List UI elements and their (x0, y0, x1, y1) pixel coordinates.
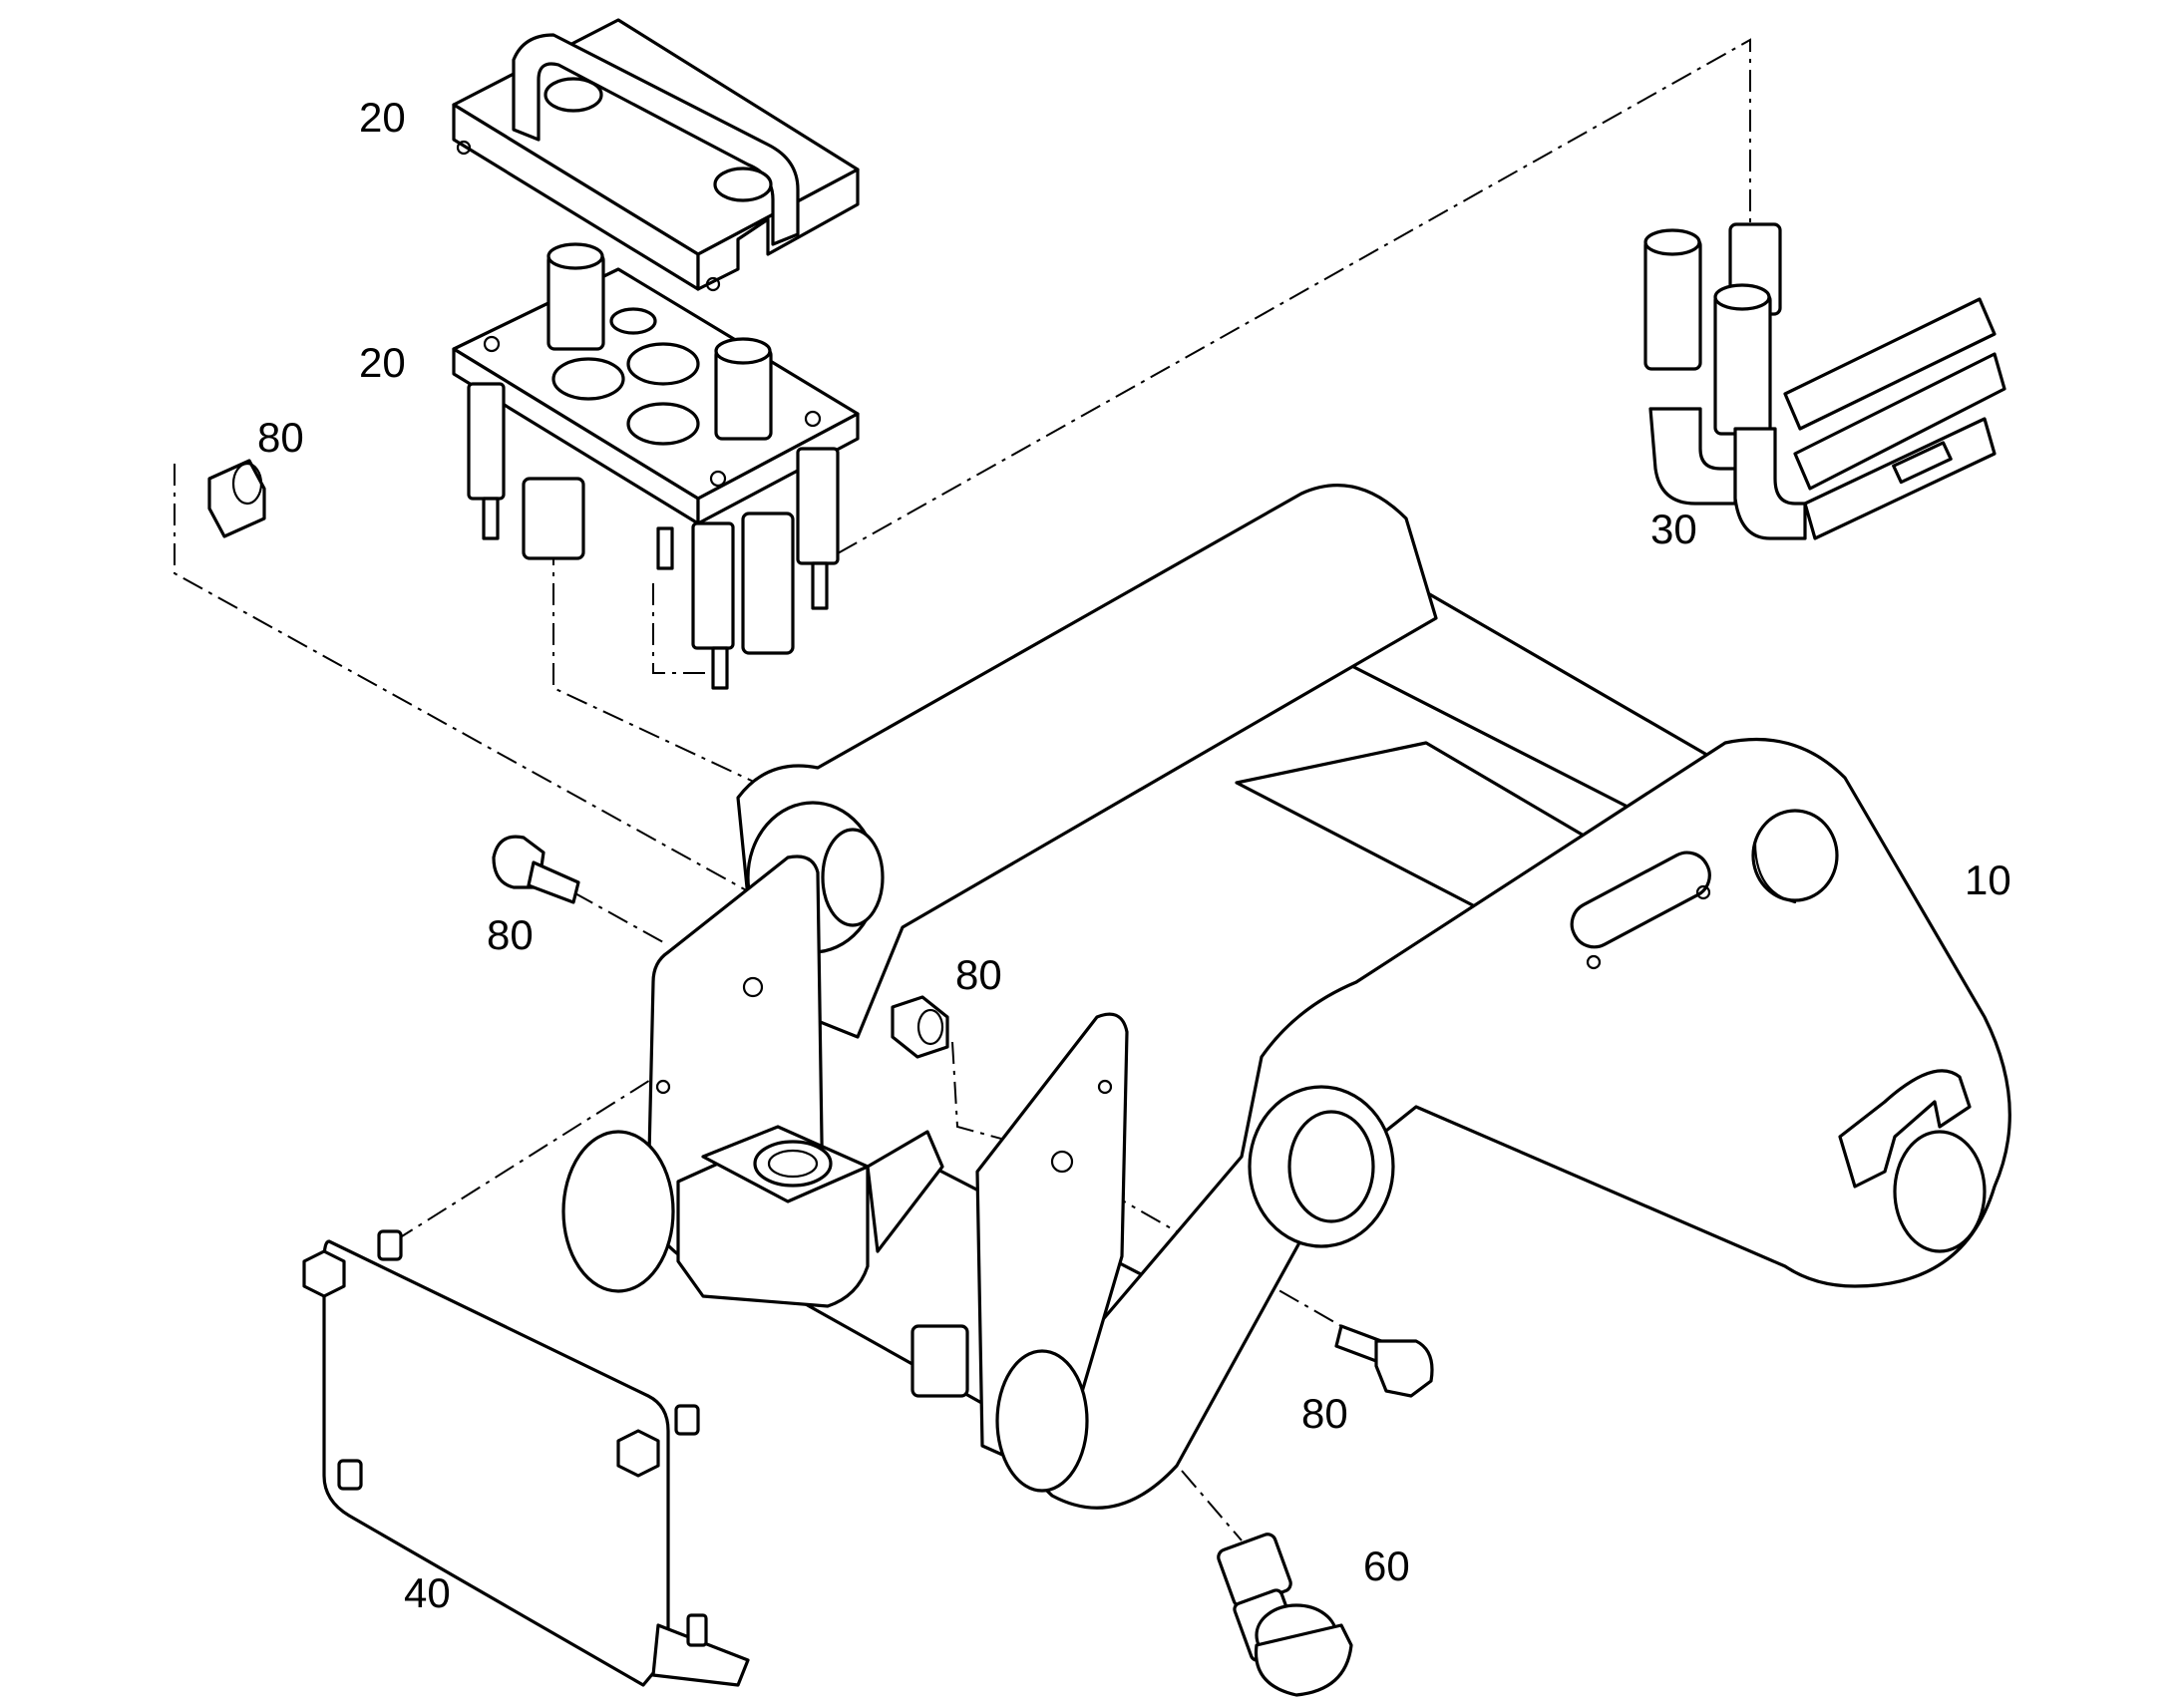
frame-socket-bore-inner (767, 1149, 819, 1179)
cover-screw-a (456, 140, 472, 156)
hose-assembly-part (1643, 222, 2006, 540)
connector-part (1217, 1533, 1353, 1697)
frame-center-bracket-hole (1050, 1150, 1074, 1174)
callout-bolt-left: 80 (487, 911, 534, 958)
cover-plate-flange (651, 1623, 750, 1687)
nut-center-face (916, 1008, 944, 1046)
block-spring-left (467, 382, 506, 501)
callout-bolt-right: 80 (1301, 1390, 1348, 1437)
hose-end-fitting (1892, 441, 1953, 485)
hose-fitting-c-top (1713, 283, 1771, 311)
hose-line-b (1793, 352, 2006, 491)
callout-coupling-cover: 20 (359, 94, 406, 141)
frame-front-bracket-hole (742, 976, 764, 998)
hose-line-a (1783, 297, 1997, 431)
leader-pin-to-block (652, 583, 708, 674)
frame-left-boss-inner (821, 828, 885, 927)
frame-slot-plate (1570, 851, 1711, 949)
block-pin-c (811, 561, 829, 610)
block-port-c (626, 402, 700, 446)
frame-pivot-boss (1751, 809, 1839, 902)
hose-fitting-c (1713, 292, 1772, 436)
callout-nut-upper-left: 80 (257, 414, 304, 461)
fasteners (207, 459, 1434, 1398)
callout-frame: 10 (1965, 856, 2011, 903)
hose-fitting-a-top (1643, 228, 1701, 256)
frame-lower-boss (995, 1349, 1089, 1493)
frame-socket-wedge (866, 1130, 944, 1253)
coupling-cover-part (452, 18, 860, 292)
frame-front-bracket-hole-lower (655, 1079, 671, 1095)
callout-hose-assembly: 30 (1650, 506, 1697, 552)
connector-cap (1254, 1623, 1353, 1697)
bolt-right-head (1374, 1339, 1434, 1398)
frame-left-side-plate (736, 484, 1438, 1039)
callout-coupling-block: 20 (359, 339, 406, 386)
callout-labels: 10 20 20 30 40 60 80 80 80 80 (257, 94, 2011, 1616)
nut-center (891, 995, 949, 1059)
cover-plate-stud-a (377, 1229, 403, 1261)
block-screw-b (804, 410, 822, 428)
leader-block-to-hoses (837, 38, 1751, 554)
block-fitting-right-top (714, 337, 772, 365)
cover-handle (512, 33, 800, 246)
cover-hole-a (544, 77, 603, 113)
frame-pivot-boss-shadow (1753, 841, 1797, 904)
cover-plate-part (302, 1229, 750, 1687)
cover-plate-stud-c (337, 1459, 363, 1491)
block-screw-a (483, 335, 501, 353)
block-screw-c (709, 470, 727, 488)
leader-connector (1181, 1470, 1243, 1541)
leader-nut-to-bracket (174, 464, 769, 1007)
frame-front-lower-boss (561, 1130, 675, 1293)
callout-cover-plate: 40 (404, 1569, 451, 1616)
frame-main-bore-inner (1287, 1110, 1375, 1223)
block-pin-b (711, 646, 729, 690)
block-port-b (626, 342, 700, 386)
frame-center-bracket-hole-top (1097, 1079, 1113, 1095)
cover-hole-b (713, 167, 773, 202)
coupling-block-part (452, 242, 860, 690)
cover-plate-bolt-a (302, 1249, 346, 1298)
cover-screw-b (705, 276, 721, 292)
block-port-d (609, 307, 657, 335)
callout-connector: 60 (1363, 1542, 1410, 1589)
block-fitting-left-top (546, 242, 604, 270)
cover-plate-stud-b (674, 1404, 700, 1436)
leader-left-bolt (572, 891, 664, 943)
hose-fitting-a (1643, 237, 1702, 371)
frame-socket-bore (753, 1140, 833, 1188)
frame-slot-screw-b (1695, 884, 1711, 900)
block-thread-center (741, 512, 795, 655)
frame-rear-hook (1838, 1069, 1972, 1189)
block-plate-side (696, 412, 860, 525)
bolt-left-shank (527, 860, 580, 904)
leader-plate-to-hole (393, 1071, 664, 1242)
cover-plate-stud-d (686, 1613, 708, 1647)
frame-lower-stub (910, 1324, 969, 1398)
frame-rear-bore (1893, 1130, 1987, 1253)
block-port-a (551, 357, 625, 401)
frame-slot-screw-a (1586, 954, 1602, 970)
bolt-right-shank (1334, 1324, 1383, 1363)
callout-nut-center: 80 (955, 951, 1002, 998)
block-pin-a (482, 497, 500, 540)
cover-plate-bolt-b (616, 1429, 660, 1478)
block-thread-left (522, 477, 585, 560)
hose-elbow-b (1733, 427, 1807, 540)
leader-fitting-to-socket (552, 543, 789, 1177)
block-spring-front (691, 521, 735, 650)
frame-right-side-plate (1030, 737, 2011, 1510)
cover-plate-body (322, 1239, 670, 1687)
block-spring-right (796, 447, 840, 565)
block-pin-d (656, 526, 674, 570)
frame-part (561, 484, 2011, 1510)
nut-upper-left-face (231, 462, 263, 506)
